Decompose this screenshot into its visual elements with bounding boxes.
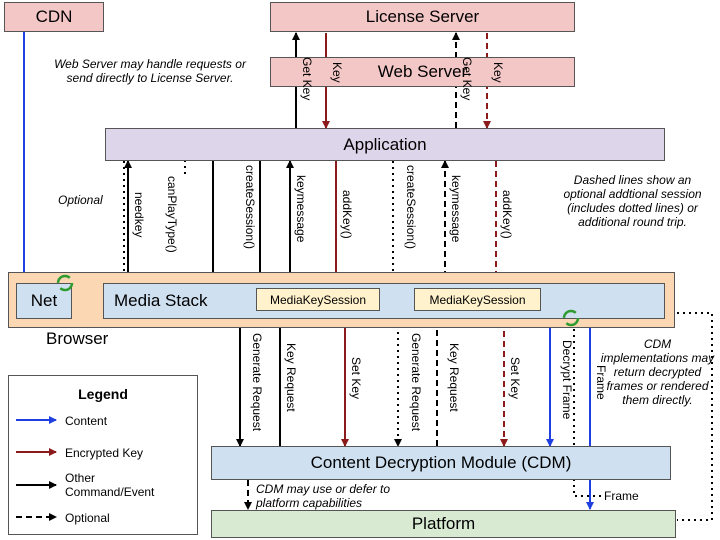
application-label: Application <box>343 134 427 154</box>
cdm-label: Content Decryption Module (CDM) <box>310 453 572 472</box>
legend-item-content: Content <box>65 414 108 428</box>
dashed-lines-note: Dashed lines show an optional addtional … <box>563 173 702 229</box>
legend-item-command: Other Command/Event <box>65 471 155 499</box>
keymessage-label: keymessage <box>449 175 463 243</box>
license-server-label: License Server <box>365 7 480 26</box>
legend: Legend Content Encrypted Key Other Comma… <box>8 375 198 535</box>
get-key-label: Get Key <box>300 57 314 101</box>
cycle-icon <box>56 274 74 292</box>
platform-box: Platform <box>211 510 676 538</box>
cdm-platform-note: CDM may use or defer to platform capabil… <box>256 482 391 510</box>
media-key-session-2-box: MediaKeySession <box>414 288 541 311</box>
generate-request-label: Generate Request <box>250 333 264 432</box>
media-stack-box: Media Stack <box>103 283 665 319</box>
needkey-label: needkey <box>132 192 146 238</box>
cdn-label: CDN <box>35 7 73 26</box>
createsession-label: createSession() <box>243 165 257 250</box>
browser-label: Browser <box>46 329 109 348</box>
keymessage-label: keymessage <box>294 175 308 243</box>
web-server-label: Web Server <box>377 62 468 81</box>
application-box: Application <box>105 128 665 161</box>
key-request-label: Key Request <box>447 343 461 412</box>
generate-request-label: Generate Request <box>409 333 423 432</box>
set-key-label: Set Key <box>349 357 363 400</box>
set-key-label: Set Key <box>508 357 522 400</box>
media-key-session-2-label: MediaKeySession <box>429 292 526 307</box>
platform-label: Platform <box>411 514 476 533</box>
decrypt-frame-label: Decrypt Frame <box>560 340 574 420</box>
createsession-label: createSession() <box>404 165 418 250</box>
cdn-box: CDN <box>4 2 104 32</box>
addkey-label: addKey() <box>500 190 514 239</box>
cdm-box: Content Decryption Module (CDM) <box>211 446 671 480</box>
legend-title: Legend <box>78 386 128 402</box>
media-key-session-1-box: MediaKeySession <box>256 288 380 311</box>
get-key-label: Get Key <box>460 57 474 101</box>
cdm-implementations-note: CDM implementations may return decrypted… <box>600 337 715 407</box>
cycle-icon <box>562 309 580 327</box>
license-server-box: License Server <box>270 2 575 32</box>
key-request-label: Key Request <box>284 343 298 412</box>
optional-note: Optional <box>58 193 103 207</box>
web-server-note: Web Server may handle requests or send d… <box>54 57 246 85</box>
frame-down-label: Frame <box>604 489 639 503</box>
web-server-box: Web Server <box>270 57 575 87</box>
frame-label: Frame <box>594 365 608 400</box>
media-key-session-1-label: MediaKeySession <box>269 292 367 307</box>
addkey-label: addKey() <box>340 190 354 239</box>
legend-item-encrypted-key: Encrypted Key <box>65 446 144 460</box>
legend-item-optional: Optional <box>65 511 110 525</box>
key-label: Key <box>330 62 344 83</box>
media-stack-label: Media Stack <box>114 291 208 310</box>
canplaytype-label: canPlayType() <box>165 176 179 253</box>
key-label: Key <box>491 62 505 83</box>
net-label: Net <box>30 291 58 310</box>
